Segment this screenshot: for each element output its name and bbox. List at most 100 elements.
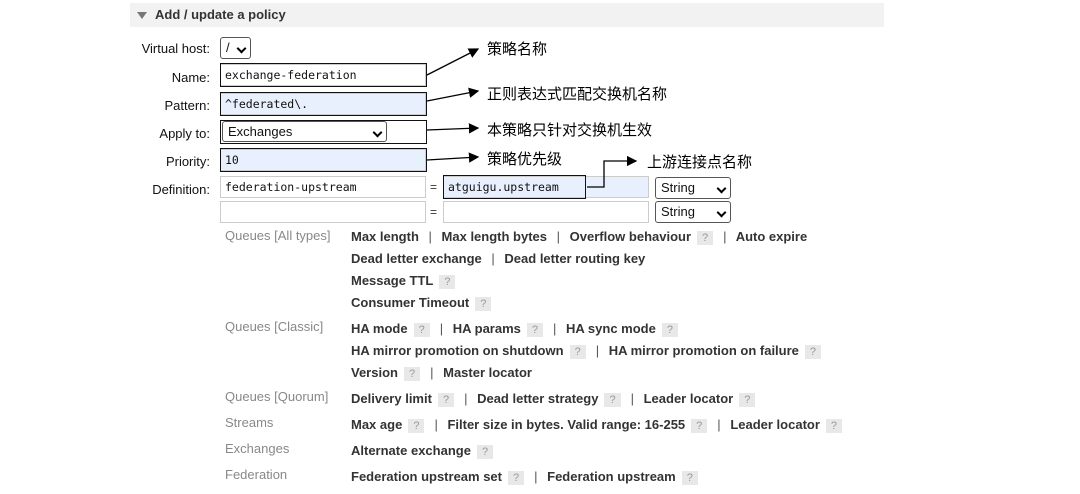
option-ha-sync-mode[interactable]: HA sync mode <box>566 321 656 336</box>
apply-to-value: Exchanges <box>228 124 293 139</box>
arrow-pattern <box>426 87 480 102</box>
priority-input[interactable]: 10 <box>220 149 426 171</box>
section-title: Add / update a policy <box>155 7 286 22</box>
separator: | <box>723 229 727 244</box>
help-icon[interactable]: ? <box>439 275 456 289</box>
help-icon[interactable]: ? <box>697 231 714 245</box>
definition-key-input[interactable]: federation-upstream <box>220 176 426 198</box>
help-icon[interactable]: ? <box>691 419 708 433</box>
vhost-select[interactable]: / <box>220 37 251 59</box>
priority-label: Priority: <box>165 154 210 169</box>
help-icon[interactable]: ? <box>413 323 430 337</box>
options-row: Delivery limit?| Dead letter strategy?| … <box>351 391 759 407</box>
category-queues-all: Queues [All types] <box>225 228 331 243</box>
option-max-length[interactable]: Max length <box>351 229 419 244</box>
category-queues-quorum: Queues [Quorum] <box>225 389 329 404</box>
help-icon[interactable]: ? <box>661 323 678 337</box>
options-row: Dead letter exchange | Dead letter routi… <box>351 251 645 266</box>
option-leader-locator[interactable]: Leader locator <box>643 391 734 406</box>
apply-to-label: Apply to: <box>159 126 210 141</box>
priority-highlight-box <box>220 148 427 172</box>
options-row: Consumer Timeout? <box>351 295 495 311</box>
separator: | <box>553 321 557 336</box>
help-icon[interactable]: ? <box>739 393 756 407</box>
definition-type-value: String <box>661 180 695 195</box>
option-dead-letter-routing-key[interactable]: Dead letter routing key <box>504 251 646 266</box>
help-icon[interactable]: ? <box>508 471 525 485</box>
help-icon[interactable]: ? <box>804 345 822 359</box>
definition-type-value-2: String <box>661 204 695 219</box>
separator: | <box>464 391 468 406</box>
collapse-triangle-icon[interactable] <box>137 12 147 19</box>
help-icon[interactable]: ? <box>526 323 543 337</box>
separator: | <box>430 365 434 380</box>
definition-type-select[interactable]: String <box>655 177 731 199</box>
name-input[interactable]: exchange-federation <box>220 64 426 86</box>
equals-sign: = <box>430 205 438 219</box>
option-master-locator[interactable]: Master locator <box>443 365 532 380</box>
option-ha-params[interactable]: HA params <box>452 321 521 336</box>
pattern-label: Pattern: <box>164 98 210 113</box>
option-message-ttl[interactable]: Message TTL <box>351 273 434 288</box>
apply-highlight-box <box>220 120 427 144</box>
help-icon[interactable]: ? <box>825 419 843 433</box>
vhost-value: / <box>226 40 230 55</box>
name-label: Name: <box>171 70 210 85</box>
options-row: Message TTL? <box>351 273 459 289</box>
separator: | <box>556 229 561 244</box>
option-alternate-exchange[interactable]: Alternate exchange <box>351 443 471 458</box>
help-icon[interactable]: ? <box>681 471 698 485</box>
definition-type-select-2[interactable]: String <box>655 201 731 223</box>
apply-to-select[interactable]: Exchanges <box>222 121 387 142</box>
options-row: Federation upstream set? | Federation ups… <box>351 469 702 485</box>
annotation-apply: 本策略只针对交换机生效 <box>487 122 653 139</box>
help-icon[interactable]: ? <box>408 419 425 433</box>
option-max-age[interactable]: Max age <box>351 417 403 432</box>
options-row: Max age?| Filter size in bytes. Valid ra… <box>351 417 846 433</box>
category-queues-classic: Queues [Classic] <box>225 319 324 334</box>
pattern-input[interactable]: ^federated\. <box>220 93 426 115</box>
help-icon[interactable]: ? <box>476 445 494 459</box>
annotation-upstream: 上游连接点名称 <box>647 154 753 171</box>
option-consumer-timeout[interactable]: Consumer Timeout <box>351 295 470 310</box>
options-row: HA mode? | HA params? | HA sync mode? <box>351 321 682 337</box>
option-delivery-limit[interactable]: Delivery limit <box>351 391 432 406</box>
option-federation-upstream-set[interactable]: Federation upstream set <box>351 469 502 484</box>
name-highlight-box <box>220 63 427 87</box>
option-dead-letter-exchange[interactable]: Dead letter exchange <box>351 251 482 266</box>
option-federation-upstream[interactable]: Federation upstream <box>547 469 676 484</box>
annotation-priority: 策略优先级 <box>487 151 563 168</box>
help-icon[interactable]: ? <box>569 345 586 359</box>
option-ha-promotion-shutdown[interactable]: HA mirror promotion on shutdown <box>351 343 564 358</box>
option-filter-size[interactable]: Filter size in bytes. Valid range: 16-25… <box>447 417 686 432</box>
option-version[interactable]: Version <box>351 365 398 380</box>
annotation-pattern: 正则表达式匹配交换机名称 <box>487 86 668 103</box>
option-stream-leader-locator[interactable]: Leader locator <box>730 417 820 432</box>
separator: | <box>491 251 495 266</box>
section-header[interactable]: Add / update a policy <box>130 3 884 27</box>
option-dead-letter-strategy[interactable]: Dead letter strategy <box>477 391 599 406</box>
option-max-length-bytes[interactable]: Max length bytes <box>441 229 548 244</box>
separator: | <box>534 469 538 484</box>
help-icon[interactable]: ? <box>403 367 421 381</box>
separator: | <box>439 321 444 336</box>
option-ha-promotion-failure[interactable]: HA mirror promotion on failure <box>608 343 799 358</box>
option-overflow-behaviour[interactable]: Overflow behaviour <box>569 229 692 244</box>
options-row: Version? | Master locator <box>351 365 532 381</box>
category-exchanges: Exchanges <box>225 441 290 456</box>
definition-value-input[interactable]: atguigu.upstream <box>443 176 649 198</box>
option-ha-mode[interactable]: HA mode <box>351 321 408 336</box>
option-auto-expire[interactable]: Auto expire <box>735 229 808 244</box>
options-row: Alternate exchange? <box>351 443 497 459</box>
help-icon[interactable]: ? <box>604 393 621 407</box>
arrow-apply <box>426 123 480 134</box>
definition-key-input-2[interactable] <box>220 201 426 223</box>
options-row: Max length | Max length bytes | Overflow… <box>351 229 807 245</box>
help-icon[interactable]: ? <box>437 393 455 407</box>
definition-label: Definition: <box>152 182 210 197</box>
vhost-label: Virtual host: <box>141 41 210 56</box>
arrow-name <box>426 48 480 76</box>
definition-value-input-2[interactable] <box>443 201 649 223</box>
help-icon[interactable]: ? <box>475 297 492 311</box>
